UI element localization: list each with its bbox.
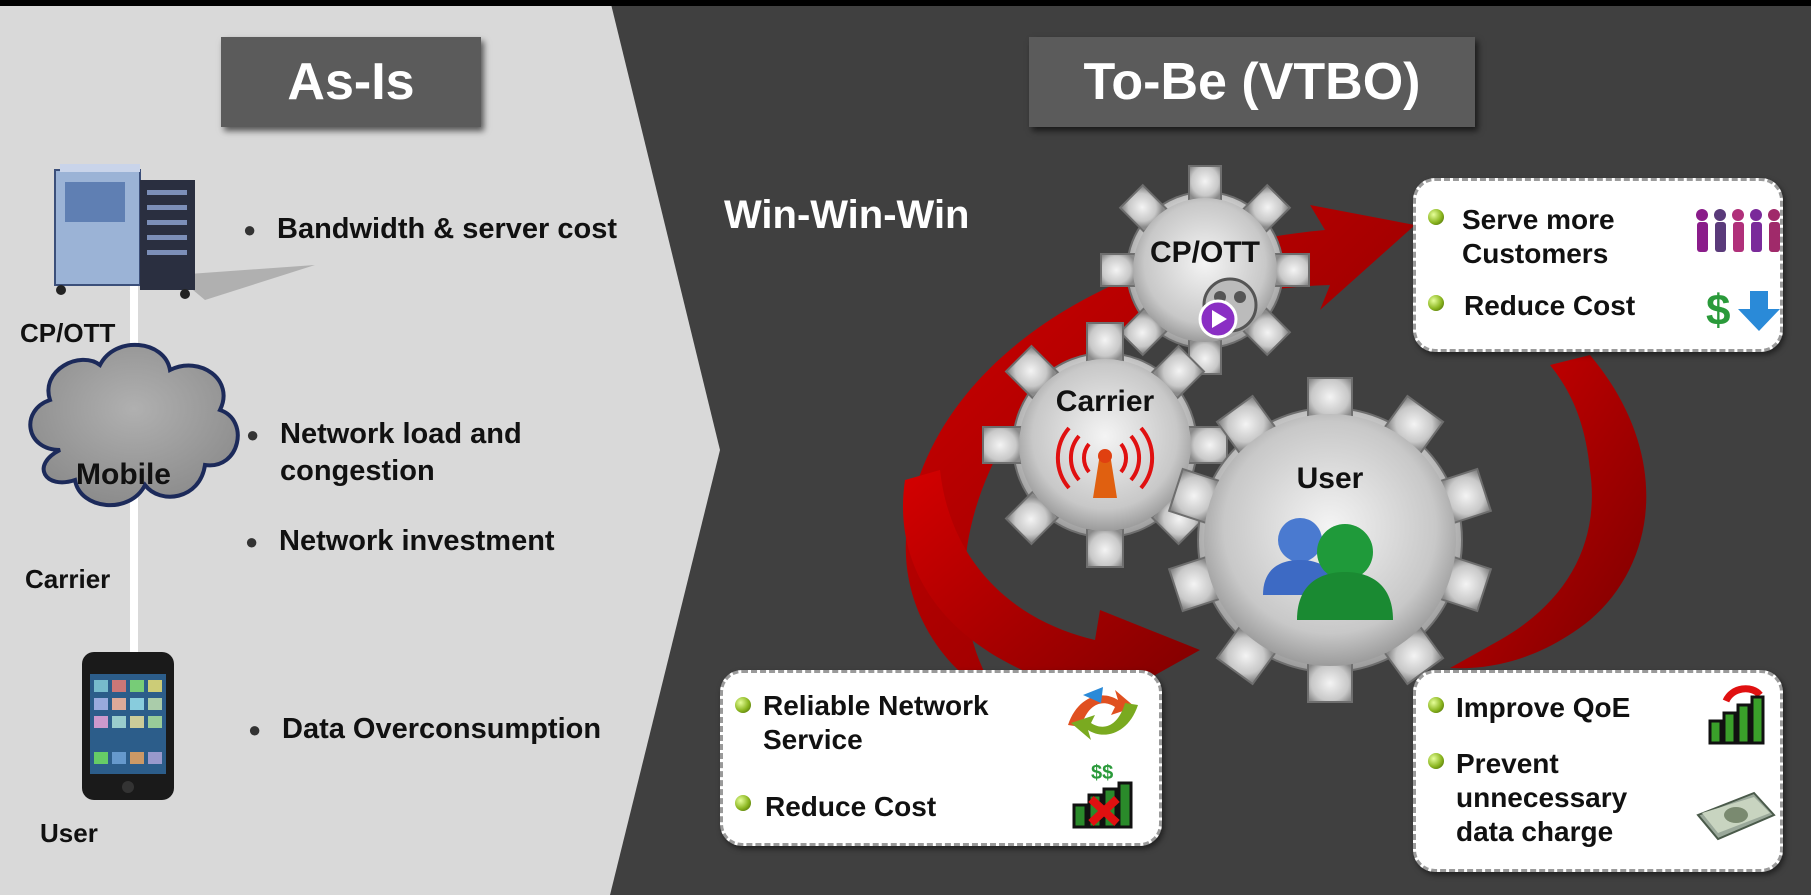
- signal-bars-icon: [1708, 685, 1765, 745]
- users-icon: [1263, 518, 1393, 620]
- bullet-dot: ●: [246, 422, 260, 447]
- carrier-benefit-cost: Reduce Cost: [765, 791, 937, 822]
- people-icon: [1696, 209, 1780, 252]
- gear-cp: [1100, 165, 1310, 375]
- svg-text:$: $: [1706, 286, 1730, 335]
- gear-label-cp: CP/OTT: [1150, 236, 1260, 269]
- arrow-user-to-cp: [1450, 355, 1647, 669]
- carrier-benefit-reliable: Reliable Network Service: [763, 690, 989, 755]
- cloud-icon: [28, 342, 240, 508]
- bullet-dot: [1428, 753, 1444, 769]
- node-label-user: User: [40, 818, 98, 848]
- dollar-down-icon: $: [1706, 286, 1780, 335]
- bullet-data-overconsumption: ● Data Overconsumption: [248, 711, 642, 748]
- server-icon: [54, 164, 315, 300]
- bullet-dot: [735, 795, 751, 811]
- callout-user-benefits: Improve QoE Prevent unnecessary data cha…: [1413, 670, 1783, 872]
- network-arrows-icon: [1068, 687, 1138, 740]
- cp-benefit-customers: Serve more Customers: [1462, 204, 1615, 269]
- bullet-text: Network investment: [279, 525, 555, 557]
- svg-text:$$: $$: [1091, 762, 1113, 784]
- node-label-mobile: Mobile: [76, 458, 171, 491]
- gear-label-user: User: [1296, 462, 1364, 495]
- smartphone-icon: [82, 652, 174, 800]
- bullet-network-investment: ● Network investment: [245, 523, 639, 560]
- bullet-dot: ●: [245, 529, 259, 554]
- callout-carrier-benefits: Reliable Network Service Reduce Cost $$: [720, 670, 1162, 846]
- bullet-bandwidth: ● Bandwidth & server cost: [243, 211, 637, 248]
- bullet-text: Data Overconsumption: [282, 713, 602, 745]
- user-benefit-data-charge: Prevent unnecessary data charge: [1456, 748, 1628, 847]
- bullet-dot: [1428, 209, 1444, 225]
- tagline: Win-Win-Win: [724, 193, 970, 237]
- gear-label-carrier: Carrier: [1055, 385, 1155, 418]
- bullet-dot: [735, 697, 751, 713]
- cp-benefit-cost: Reduce Cost: [1464, 290, 1636, 321]
- money-icon: [1696, 791, 1776, 841]
- bullet-text: Bandwidth & server cost: [277, 213, 618, 245]
- to-be-title: To-Be (VTBO): [1029, 37, 1475, 127]
- user-benefit-qoe: Improve QoE: [1456, 692, 1631, 723]
- bullet-dot: ●: [243, 217, 257, 242]
- bullet-dot: [1428, 697, 1444, 713]
- bullet-text: Network load and congestion: [280, 418, 522, 487]
- bullet-dot: ●: [248, 717, 262, 742]
- film-reel-icon: [1198, 277, 1258, 339]
- node-label-cp: CP/OTT: [20, 318, 116, 348]
- callout-cp-benefits: Serve more Customers Reduce Cost $: [1413, 178, 1783, 352]
- bullet-network-load: ● Network load and congestion: [246, 416, 580, 490]
- as-is-title: As-Is: [221, 37, 481, 127]
- gear-carrier: [982, 322, 1228, 568]
- node-label-carrier: Carrier: [25, 564, 111, 594]
- cost-chart-icon: $$: [1072, 762, 1133, 829]
- bullet-dot: [1428, 295, 1444, 311]
- antenna-icon: [1055, 426, 1155, 498]
- arrow-carrier-to-user: [902, 470, 1200, 720]
